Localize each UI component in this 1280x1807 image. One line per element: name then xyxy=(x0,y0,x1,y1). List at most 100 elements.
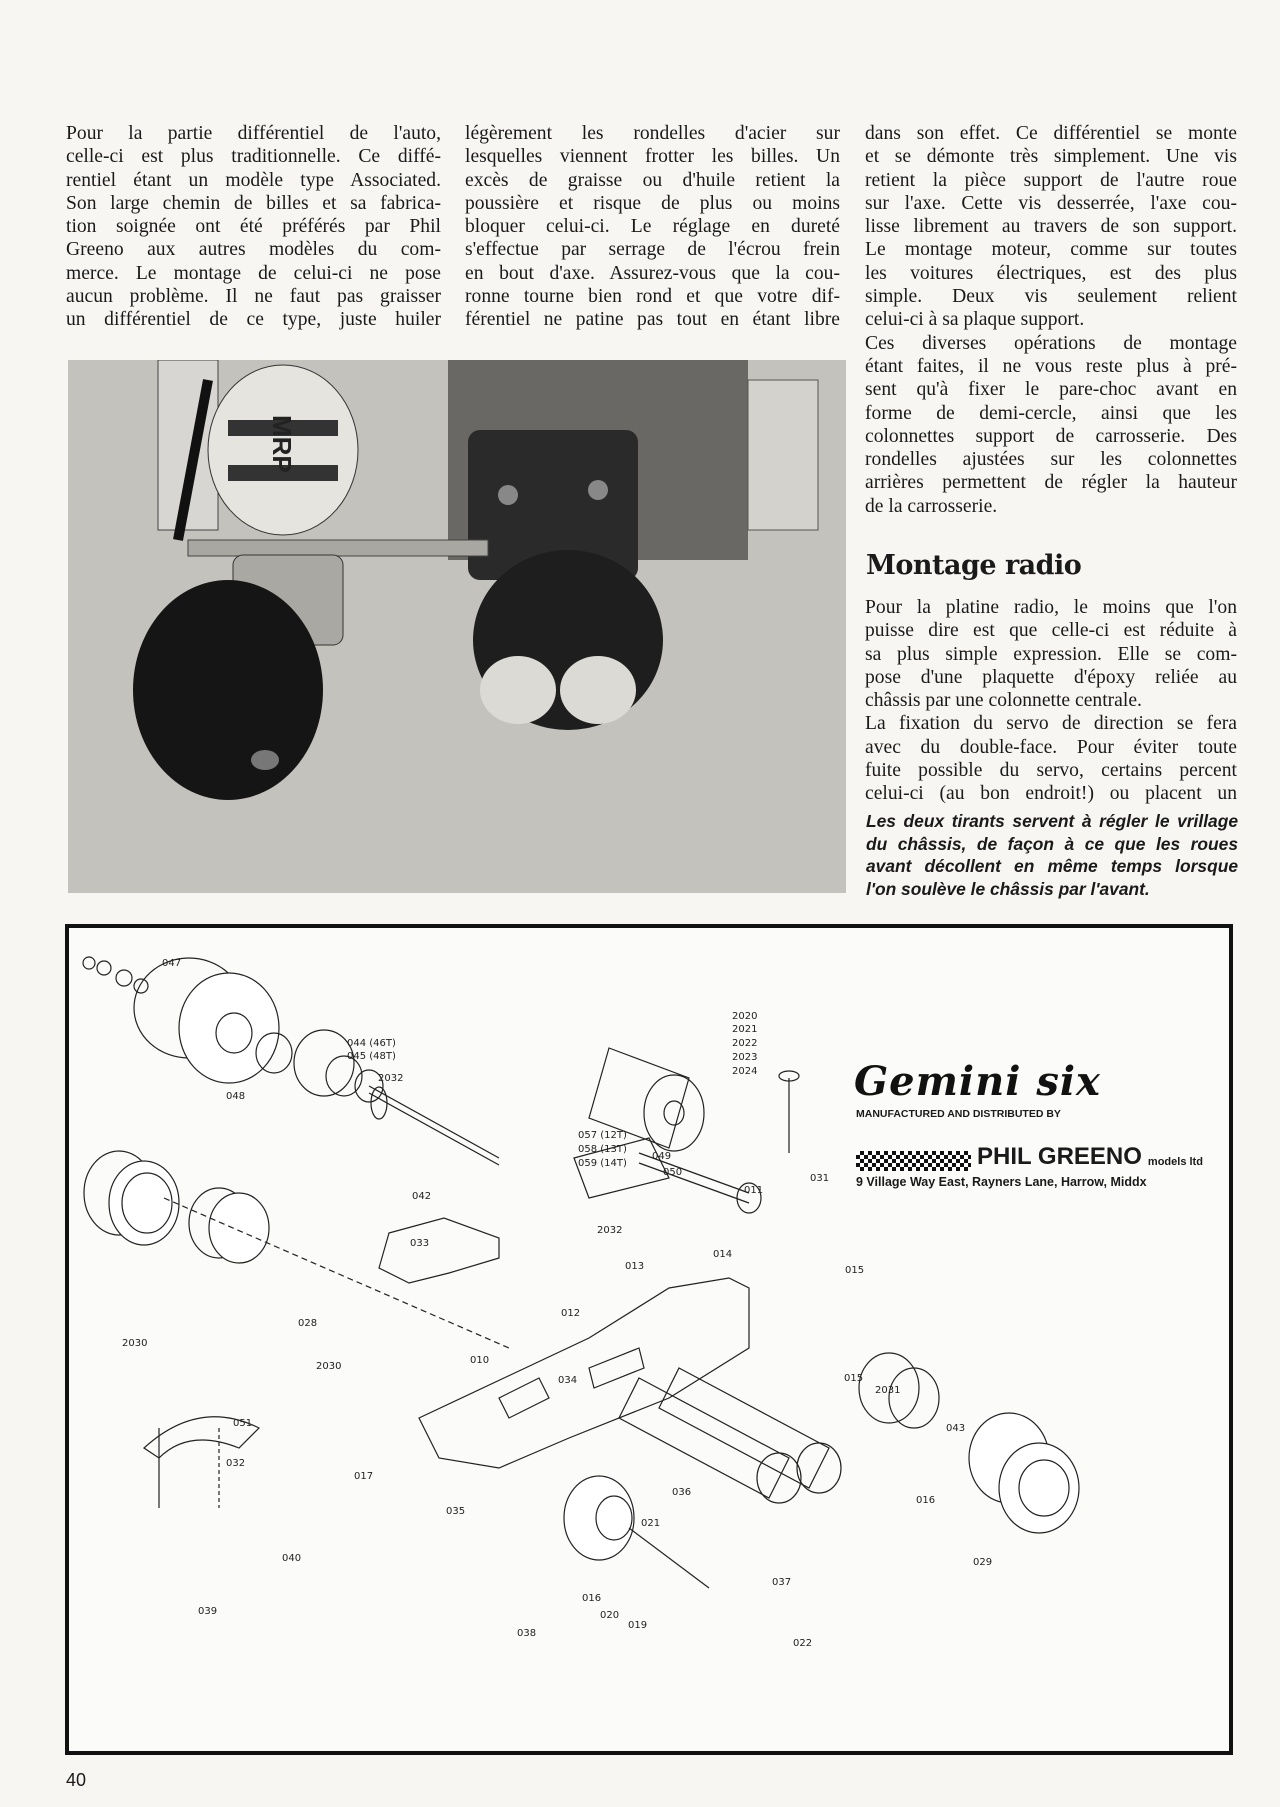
part-label: 037 xyxy=(772,1577,792,1588)
part-label: 033 xyxy=(410,1238,430,1249)
text-line: retient la pièce support de l'autre roue xyxy=(865,169,1237,191)
part-label: 035 xyxy=(446,1506,466,1517)
part-label: 2020 xyxy=(732,1011,758,1022)
part-label: 2031 xyxy=(875,1385,901,1396)
part-label: 050 xyxy=(663,1167,683,1178)
text-line: Le montage moteur, comme sur toutes xyxy=(865,239,1237,261)
text-line: sur l'axe. Cette vis desserrée, l'axe co… xyxy=(865,192,1237,214)
text-line: sa plus simple expression. Elle se com- xyxy=(865,643,1237,665)
text-line: arrières permettent de régler la hauteur xyxy=(865,472,1237,494)
text-line: s'effectue par serrage de l'écrou frein xyxy=(465,239,840,261)
part-label: 2022 xyxy=(732,1038,758,1049)
text-line: excès de graisse ou d'huile retient la xyxy=(465,169,840,191)
text-line: Greeno aux autres modèles du com- xyxy=(66,239,441,261)
part-label: 017 xyxy=(354,1471,374,1482)
caption-line: l'on soulève le châssis par l'avant. xyxy=(866,878,1150,899)
part-label: 058 (13T) xyxy=(578,1144,627,1155)
text-line: bloquer celui-ci. Le réglage en dureté xyxy=(465,216,840,238)
company-address: 9 Village Way East, Rayners Lane, Harrow… xyxy=(856,1175,1147,1189)
part-label: 012 xyxy=(561,1308,581,1319)
part-label: 048 xyxy=(226,1091,246,1102)
part-label: 2021 xyxy=(732,1024,758,1035)
part-label: 2030 xyxy=(316,1361,342,1372)
text-line: Ces diverses opérations de montage xyxy=(865,332,1237,354)
part-label: 034 xyxy=(558,1375,578,1386)
text-column-3: dans son effet. Ce différentiel se monte… xyxy=(865,122,1237,518)
part-label: 032 xyxy=(226,1458,246,1469)
manufacturer-line: MANUFACTURED AND DISTRIBUTED BY xyxy=(856,1108,1061,1120)
part-label: 019 xyxy=(628,1620,648,1631)
part-label: 057 (12T) xyxy=(578,1130,627,1141)
part-label: 013 xyxy=(625,1261,645,1272)
text-line: Pour la partie différentiel de l'auto, xyxy=(66,123,441,144)
text-line: rondelles ajustées sur les colonnettes xyxy=(865,449,1237,471)
text-line: sent qu'à fixer le pare-choc avant en xyxy=(865,379,1237,401)
text-line: merce. Le montage de celui-ci ne pose xyxy=(66,262,441,284)
photo-caption: Les deux tirants servent à régler le vri… xyxy=(866,810,1238,900)
exploded-parts-diagram: Gemini six MANUFACTURED AND DISTRIBUTED … xyxy=(65,924,1233,1755)
text-line: lesquelles viennent frotter les billes. … xyxy=(465,146,840,168)
text-line: férentiel ne patine pas tout en étant li… xyxy=(465,309,840,331)
text-line: et se démonte très simplement. Une vis xyxy=(865,146,1237,168)
part-label: 2024 xyxy=(732,1066,758,1077)
phil-greeno-logo: PHIL GREENO models ltd xyxy=(856,1143,1203,1171)
text-line: simple. Deux vis seulement relient xyxy=(865,286,1237,308)
part-label: 049 xyxy=(652,1151,672,1162)
text-column-2: légèrement les rondelles d'acier sur les… xyxy=(465,122,840,332)
text-column-1: Pour la partie différentiel de l'auto, c… xyxy=(66,122,441,332)
checker-flag-icon xyxy=(856,1151,971,1171)
part-label: 015 xyxy=(845,1265,865,1276)
text-line: un différentiel de ce type, juste huiler xyxy=(66,309,441,331)
part-label: 021 xyxy=(641,1518,661,1529)
part-label: 2032 xyxy=(597,1225,623,1236)
text-line: légèrement les rondelles d'acier sur xyxy=(465,123,840,144)
text-line: celui-ci à sa plaque support. xyxy=(865,309,1085,331)
caption-line: Les deux tirants servent à régler le vri… xyxy=(866,811,1238,831)
part-label: 016 xyxy=(916,1495,936,1506)
page-number: 40 xyxy=(66,1770,87,1790)
part-label: 031 xyxy=(810,1173,830,1184)
part-label: 014 xyxy=(713,1249,733,1260)
text-line: Pour la platine radio, le moins que l'on xyxy=(865,597,1237,618)
text-line: celui-ci (au bon endroit!) ou placent un xyxy=(865,783,1237,805)
text-line: pose d'une plaquette d'époxy reliée au xyxy=(865,666,1237,688)
part-label: 059 (14T) xyxy=(578,1158,627,1169)
text-line: aucun problème. Il ne faut pas graisser xyxy=(66,286,441,308)
part-label: 043 xyxy=(946,1423,966,1434)
part-label: 042 xyxy=(412,1191,432,1202)
text-line: les voitures électriques, est des plus xyxy=(865,262,1237,284)
text-line: lisse librement au travers de son suppor… xyxy=(865,216,1237,238)
part-label: 011 xyxy=(744,1185,764,1196)
text-line: châssis par une colonnette centrale. xyxy=(865,690,1142,712)
text-line: en bout d'axe. Assurez-vous que la cou- xyxy=(465,262,840,284)
part-label: 038 xyxy=(517,1628,537,1639)
part-label: 044 (46T) xyxy=(347,1038,396,1049)
parts-drawing xyxy=(82,956,1080,1589)
text-line: ronne tourne bien rond et que votre dif- xyxy=(465,286,840,308)
part-label: 015 xyxy=(844,1373,864,1384)
text-line: La fixation du servo de direction se fer… xyxy=(865,713,1237,735)
part-label: 2032 xyxy=(378,1073,404,1084)
company-suffix: models ltd xyxy=(1147,1156,1203,1168)
part-label: 029 xyxy=(973,1557,993,1568)
part-label: 022 xyxy=(793,1638,813,1649)
text-column-3-continued: Pour la platine radio, le moins que l'on… xyxy=(865,596,1237,806)
text-line: puisse dire est que celle-ci est réduite… xyxy=(865,620,1237,642)
text-line: tion soignée ont été préférés par Phil xyxy=(66,216,441,238)
section-heading: Montage radio xyxy=(866,550,1082,581)
caption-line: du châssis, de façon à ce que les roues xyxy=(866,833,1238,854)
text-line: avec du double-face. Pour éviter toute xyxy=(865,736,1237,758)
part-label: 016 xyxy=(582,1593,602,1604)
company-name: PHIL GREENO xyxy=(977,1143,1142,1170)
part-label: 047 xyxy=(162,958,182,969)
part-label: 051 xyxy=(233,1418,253,1429)
caption-line: avant décollent en même temps lorsque xyxy=(866,856,1238,876)
part-label: 028 xyxy=(298,1318,318,1329)
chassis-photo: MRP xyxy=(68,360,846,893)
part-label: 010 xyxy=(470,1355,490,1366)
text-line: de la carrosserie. xyxy=(865,495,998,517)
text-line: poussière et risque de plus ou moins xyxy=(465,192,840,214)
part-label: 040 xyxy=(282,1553,302,1564)
text-line: forme de demi-cercle, ainsi que les xyxy=(865,402,1237,424)
gemini-six-logo: Gemini six xyxy=(854,1058,1101,1105)
